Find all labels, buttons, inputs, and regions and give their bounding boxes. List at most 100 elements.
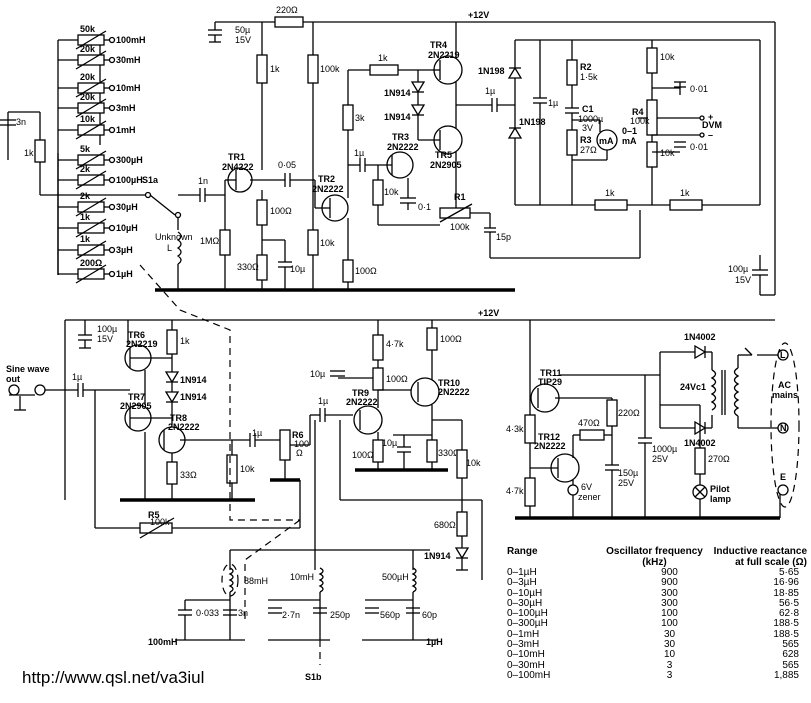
power-supply: 4·3k 4·7k TR11 TIP29 TR12 2N2222 470Ω 6V… xyxy=(506,320,800,520)
tr10-type: 2N2222 xyxy=(438,387,470,397)
range-resistor-range: 100µH xyxy=(116,175,143,185)
reactance-cell: 188·5 xyxy=(773,628,799,640)
cap-10u-a-label: 10µ xyxy=(290,264,305,274)
res-43k-label: 4·3k xyxy=(506,424,524,434)
diode-1n4002-a: 1N4002 xyxy=(684,332,716,342)
r1-ref: R1 xyxy=(454,192,466,202)
res-100-tr2-label: 100Ω xyxy=(355,266,377,276)
shield-boundaries xyxy=(139,264,301,620)
tr9-ref: TR9 xyxy=(352,388,369,398)
r4-ref: R4 xyxy=(632,107,644,117)
res-1k-tr4-label: 1k xyxy=(378,53,388,63)
range-resistor-range: 1mH xyxy=(116,125,136,135)
frequency-cell: 300 xyxy=(661,587,678,599)
r2-value: 1·5k xyxy=(580,72,598,82)
mains-label-2: mains xyxy=(772,390,798,400)
dvm-plus: + xyxy=(708,112,713,122)
meter-unit: mA xyxy=(622,136,637,146)
cap-150u-label: 150µ xyxy=(618,468,638,478)
cap-560p-label: 560p xyxy=(380,610,400,620)
tr12-type: 2N2222 xyxy=(534,441,566,451)
res-1k-tr1-label: 1k xyxy=(270,64,280,74)
range-resistor-range: 3µH xyxy=(116,245,133,255)
res-1k-fb-b-label: 1k xyxy=(680,188,690,198)
tr5-type: 2N2905 xyxy=(430,160,462,170)
tr12-ref: TR12 xyxy=(538,432,560,442)
range-resistor-row: 20k 3mH xyxy=(58,92,136,118)
unknown-l-label: L xyxy=(167,243,172,253)
tr3-ref: TR3 xyxy=(392,132,409,142)
res-10k-tr2-label: 10k xyxy=(320,238,335,248)
range-resistor-range: 1µH xyxy=(116,269,133,279)
cap-1u-tr9-label: 1µ xyxy=(318,396,328,406)
cap-50u: 50µ 15V 220Ω xyxy=(208,5,304,45)
cap-1000u-label: 1000µ xyxy=(652,444,677,454)
switch-s1b-label: S1b xyxy=(305,672,322,682)
range-resistor-value: 1k xyxy=(80,234,91,244)
res-270-label: 270Ω xyxy=(708,454,730,464)
frequency-cell: 3 xyxy=(666,669,673,681)
ind-10mh-label: 10mH xyxy=(290,572,314,582)
top-rail-label: +12V xyxy=(468,10,489,20)
res-100k-label: 100k xyxy=(320,64,340,74)
frequency-cell: 30 xyxy=(663,639,676,651)
tap-100mh-label: 100mH xyxy=(148,637,178,647)
range-table-header: Range Oscillator frequency (kHz) Inducti… xyxy=(507,546,807,568)
left-network: 3n 1k xyxy=(0,111,152,199)
tr7-type: 2N2905 xyxy=(120,401,152,411)
range-resistor-range: 100mH xyxy=(116,35,146,45)
reactance-cell: 565 xyxy=(782,639,799,651)
r6-ref: R6 xyxy=(292,430,304,440)
frequency-cell: 30 xyxy=(663,628,676,640)
cap-60p-label: 60p xyxy=(422,610,437,620)
res-330-tr10-label: 330Ω xyxy=(438,448,460,458)
ind-88mh-label: 88mH xyxy=(244,576,268,586)
res-10k-tr3-label: 10k xyxy=(384,187,399,197)
reactance-cell: 188·5 xyxy=(773,618,799,630)
r3-value: 27Ω xyxy=(580,145,597,155)
reactance-cell: 16·96 xyxy=(773,577,799,589)
cap-1u-r6-label: 1µ xyxy=(252,428,262,438)
ind-500uh-label: 500µH xyxy=(382,572,409,582)
diode-1n198-b: 1N198 xyxy=(519,117,546,127)
frequency-cell: 300 xyxy=(661,597,678,609)
tr3-type: 2N2222 xyxy=(387,142,419,152)
res-10k-tr8-label: 10k xyxy=(240,464,255,474)
range-cell: 0–3mH xyxy=(507,639,540,651)
range-resistor-value: 20k xyxy=(80,72,96,82)
frequency-cell: 10 xyxy=(663,649,676,661)
cap-005-label: 0·05 xyxy=(278,160,296,170)
tr2-ref: TR2 xyxy=(318,174,335,184)
cap-100u-l-label: 100µ xyxy=(97,324,117,334)
range-cell: 0–300µH xyxy=(507,618,548,630)
res-220-psu-label: 220Ω xyxy=(618,408,640,418)
reactance-cell: 18·85 xyxy=(773,587,799,599)
cap-27n-label: 2·7n xyxy=(282,610,300,620)
range-cell: 0–100µH xyxy=(507,608,548,620)
res-47k-label: 4·7k xyxy=(386,339,404,349)
range-resistor-value: 200Ω xyxy=(80,258,102,268)
range-resistor-range: 300µH xyxy=(116,155,143,165)
r6-value: 100 xyxy=(294,439,309,449)
cap-3n-b-label: 3n xyxy=(238,608,248,618)
diode-1n198-a: 1N198 xyxy=(478,66,505,76)
oscillator-stage: 1µ R6 100 Ω 1µ TR9 2N2222 4·7k 100Ω 10µ … xyxy=(249,320,483,580)
frequency-cell: 900 xyxy=(661,567,678,578)
res-3k-label: 3k xyxy=(355,113,365,123)
tap-1uh-label: 1µH xyxy=(426,637,443,647)
diode-1n914-c: 1N914 xyxy=(180,375,207,385)
range-resistor-value: 20k xyxy=(80,92,96,102)
res-10k-tr10-label: 10k xyxy=(466,458,481,468)
cap-001-a-label: 0·01 xyxy=(690,84,708,94)
range-resistor-value: 20k xyxy=(80,44,96,54)
output-stage-top: 1k 3k 1N914 1N914 TR4 2N2219 TR5 2N2905 … xyxy=(342,22,641,259)
range-resistor-range: 3mH xyxy=(116,103,136,113)
frequency-cell: 100 xyxy=(661,608,678,620)
range-resistor-row: 1k 3µH xyxy=(58,234,133,260)
pilot-label-1: Pilot xyxy=(710,484,730,494)
tr9-type: 2N2222 xyxy=(346,397,378,407)
mains-l: L xyxy=(780,350,786,360)
